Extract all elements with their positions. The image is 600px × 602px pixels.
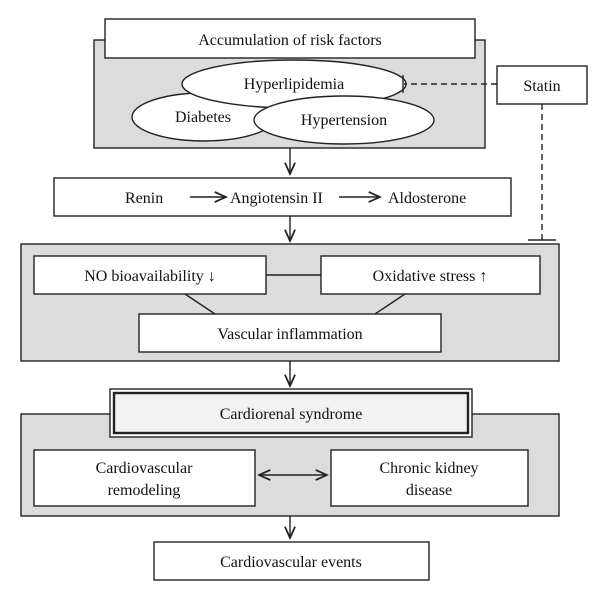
diabetes-label: Diabetes	[175, 109, 231, 126]
hypertension-ellipse	[253, 95, 435, 145]
no-bioavailability-box	[33, 255, 267, 295]
angiotensin-label: Angiotensin II	[230, 190, 323, 207]
statin-label: Statin	[523, 78, 560, 95]
oxidative-stress-box	[320, 255, 541, 295]
cardiorenal-title-box	[112, 391, 470, 435]
risk-factors-title: Accumulation of risk factors	[198, 32, 382, 49]
oxidative-stress-label: Oxidative stress ↑	[373, 268, 488, 285]
cv-remodeling-box	[33, 449, 256, 507]
renin-label: Renin	[125, 190, 163, 207]
hyperlipidemia-label: Hyperlipidemia	[244, 76, 344, 93]
vascular-inflammation-box	[138, 313, 442, 353]
no-inflammation-link	[184, 293, 216, 315]
cv-remodeling-line1: Cardiovascular	[96, 460, 194, 477]
ckd-line2: disease	[406, 482, 452, 499]
aldosterone-label: Aldosterone	[388, 190, 466, 207]
cardiorenal-title: Cardiorenal syndrome	[220, 406, 363, 423]
ckd-line1: Chronic kidney	[379, 460, 478, 477]
ckd-box	[330, 449, 529, 507]
cv-remodeling-line2: remodeling	[108, 482, 181, 499]
oxidative-inflammation-link	[374, 293, 406, 315]
cv-events-box	[153, 541, 430, 581]
hypertension-label: Hypertension	[301, 112, 387, 129]
risk-factors-title-box	[104, 18, 476, 59]
raas-box	[53, 177, 512, 217]
vascular-inflammation-label: Vascular inflammation	[217, 326, 362, 343]
cv-events-label: Cardiovascular events	[220, 554, 362, 571]
no-bioavailability-label: NO bioavailability ↓	[84, 268, 216, 285]
